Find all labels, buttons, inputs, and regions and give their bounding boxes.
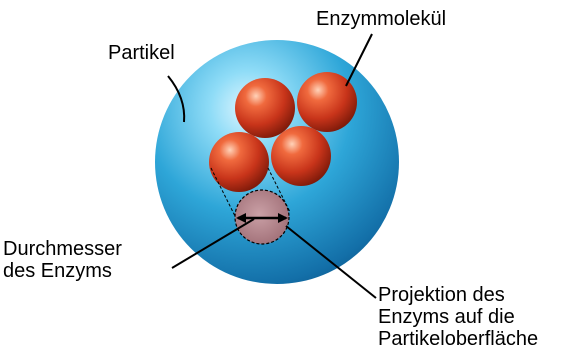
projection-label-line-3: Partikeloberfläche xyxy=(378,328,538,350)
projection-label-line-1: Projektion des xyxy=(378,284,538,306)
diameter-label: Durchmesser des Enzyms xyxy=(3,238,122,282)
enzyme-sphere xyxy=(235,78,295,138)
diameter-label-line-2: des Enzyms xyxy=(3,260,122,282)
enzyme-sphere xyxy=(271,126,331,186)
particle-label: Partikel xyxy=(108,42,175,64)
projection-label: Projektion des Enzyms auf die Partikelob… xyxy=(378,284,538,350)
diameter-label-line-1: Durchmesser xyxy=(3,238,122,260)
enzyme-molecule-label: Enzymmolekül xyxy=(316,8,446,30)
projection-label-line-2: Enzyms auf die xyxy=(378,306,538,328)
